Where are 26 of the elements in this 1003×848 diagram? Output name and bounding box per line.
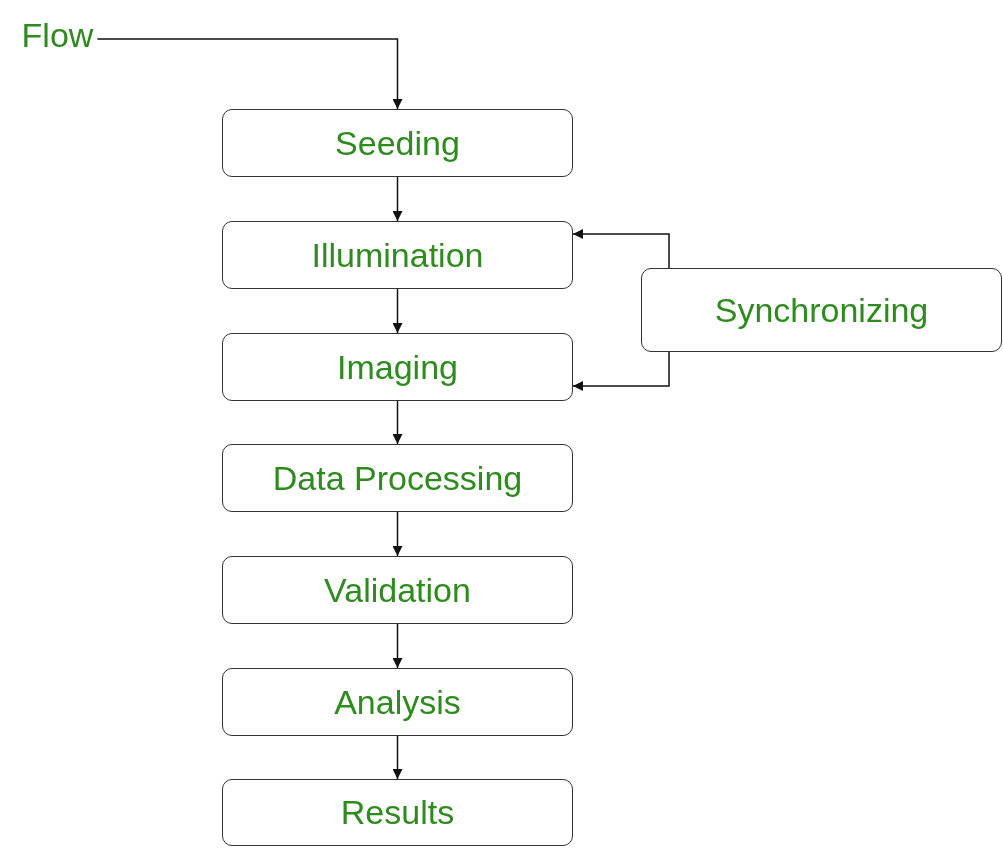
arrow xyxy=(392,735,403,780)
step-label: Seeding xyxy=(335,123,460,163)
step-label: Results xyxy=(340,793,455,832)
process-box xyxy=(222,333,573,401)
step-label: Data Processing xyxy=(272,458,523,498)
arrow xyxy=(392,511,403,557)
step-label: Illumination xyxy=(311,235,484,275)
process-box xyxy=(222,668,573,736)
arrow xyxy=(96,38,403,110)
step-label: Analysis xyxy=(334,682,461,722)
step-label: Synchronizing xyxy=(714,290,929,330)
step-label: Validation xyxy=(324,570,471,610)
process-box xyxy=(222,779,573,846)
arrow xyxy=(392,623,403,669)
step-label: Imaging xyxy=(337,347,458,387)
arrow xyxy=(392,288,403,334)
process-box xyxy=(222,109,573,177)
arrow xyxy=(392,400,403,445)
arrow xyxy=(572,351,670,391)
arrow xyxy=(392,176,403,222)
arrow xyxy=(572,229,670,269)
process-box xyxy=(222,221,573,289)
process-box xyxy=(641,268,1002,352)
flow-label: Flow xyxy=(21,15,94,55)
process-box xyxy=(222,556,573,624)
process-box xyxy=(222,444,573,512)
